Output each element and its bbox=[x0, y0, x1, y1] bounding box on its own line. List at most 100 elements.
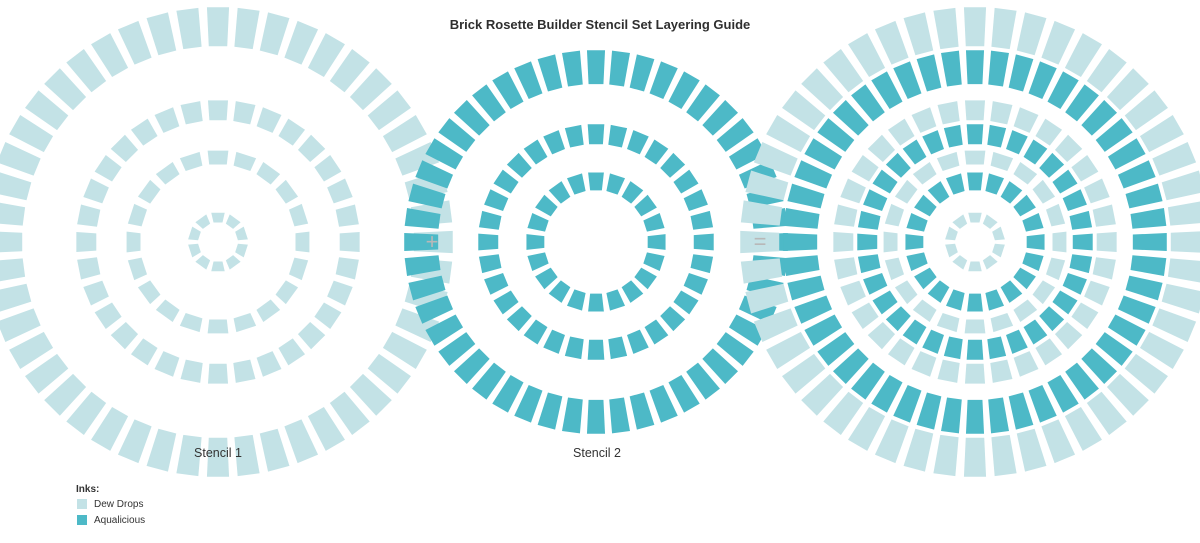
brick bbox=[1069, 254, 1093, 274]
brick bbox=[887, 338, 915, 366]
brick bbox=[1095, 118, 1133, 152]
brick bbox=[766, 331, 811, 369]
brick bbox=[1047, 71, 1079, 110]
brick bbox=[903, 428, 934, 472]
brick bbox=[1045, 203, 1066, 227]
brick bbox=[990, 359, 1013, 383]
brick bbox=[863, 189, 888, 211]
brick bbox=[195, 214, 211, 229]
brick bbox=[562, 50, 583, 87]
brick bbox=[627, 130, 649, 155]
brick bbox=[207, 100, 229, 121]
brick bbox=[225, 255, 241, 270]
brick bbox=[146, 12, 177, 56]
brick bbox=[1039, 306, 1065, 332]
brick bbox=[180, 101, 203, 125]
brick bbox=[606, 173, 626, 195]
brick bbox=[235, 243, 248, 258]
brick bbox=[154, 351, 180, 377]
brick bbox=[235, 226, 248, 241]
brick bbox=[117, 419, 152, 464]
brick bbox=[985, 173, 1005, 195]
brick bbox=[702, 348, 739, 385]
brick bbox=[415, 295, 454, 324]
brick bbox=[537, 54, 563, 92]
brick bbox=[339, 231, 360, 253]
brick bbox=[851, 362, 885, 400]
brick bbox=[1062, 273, 1087, 295]
brick bbox=[453, 99, 490, 136]
brick bbox=[894, 179, 918, 204]
brick bbox=[408, 183, 446, 209]
brick bbox=[180, 359, 203, 383]
brick bbox=[832, 99, 869, 136]
brick bbox=[992, 226, 1005, 241]
brick bbox=[1013, 161, 1038, 185]
brick bbox=[1022, 212, 1044, 232]
brick-ring bbox=[0, 7, 453, 477]
brick bbox=[211, 261, 225, 272]
brick bbox=[945, 289, 965, 311]
brick bbox=[0, 231, 23, 253]
brick bbox=[1054, 134, 1083, 163]
brick bbox=[609, 397, 630, 434]
brick bbox=[233, 312, 257, 333]
brick bbox=[382, 331, 427, 369]
brick bbox=[233, 359, 256, 383]
brick-ring bbox=[478, 124, 714, 360]
brick bbox=[912, 299, 937, 323]
brick bbox=[1013, 267, 1036, 290]
brick bbox=[234, 434, 260, 477]
legend-label: Aqualicious bbox=[94, 514, 146, 526]
brick bbox=[912, 161, 937, 185]
brick bbox=[945, 226, 958, 241]
brick bbox=[484, 189, 509, 211]
brick-ring bbox=[526, 172, 666, 312]
brick bbox=[1107, 314, 1146, 346]
brick bbox=[1117, 295, 1156, 324]
brick bbox=[1139, 331, 1184, 369]
brick bbox=[314, 154, 342, 182]
brick bbox=[586, 50, 606, 85]
brick bbox=[1084, 280, 1110, 306]
brick bbox=[968, 261, 982, 272]
brick bbox=[314, 302, 342, 330]
brick bbox=[1006, 130, 1028, 155]
brick bbox=[991, 434, 1017, 477]
brick bbox=[1132, 232, 1167, 252]
brick bbox=[329, 49, 370, 93]
brick bbox=[506, 306, 532, 332]
brick bbox=[0, 172, 32, 201]
brick bbox=[83, 280, 109, 306]
brick bbox=[256, 107, 282, 133]
brick bbox=[1117, 160, 1156, 189]
brick bbox=[894, 280, 918, 305]
brick bbox=[1013, 194, 1036, 217]
brick bbox=[564, 336, 584, 360]
brick bbox=[952, 214, 968, 229]
brick bbox=[840, 280, 866, 306]
brick bbox=[833, 231, 854, 253]
brick bbox=[472, 84, 506, 122]
brick bbox=[1013, 107, 1039, 133]
legend-item-dew-drops: Dew Drops bbox=[76, 496, 145, 512]
brick bbox=[0, 308, 41, 343]
brick bbox=[137, 179, 161, 204]
brick bbox=[871, 374, 903, 413]
brick bbox=[155, 161, 180, 185]
brick bbox=[523, 139, 548, 165]
brick bbox=[1047, 374, 1079, 413]
brick bbox=[307, 406, 345, 451]
brick bbox=[211, 212, 225, 223]
brick bbox=[1000, 181, 1023, 204]
brick bbox=[863, 273, 888, 295]
brick bbox=[295, 231, 310, 253]
brick bbox=[937, 359, 960, 383]
brick bbox=[988, 397, 1009, 434]
brick bbox=[871, 71, 903, 110]
brick bbox=[690, 210, 714, 230]
brick bbox=[927, 280, 950, 303]
brick bbox=[588, 293, 604, 312]
brick bbox=[1086, 49, 1127, 93]
brick bbox=[990, 101, 1013, 125]
